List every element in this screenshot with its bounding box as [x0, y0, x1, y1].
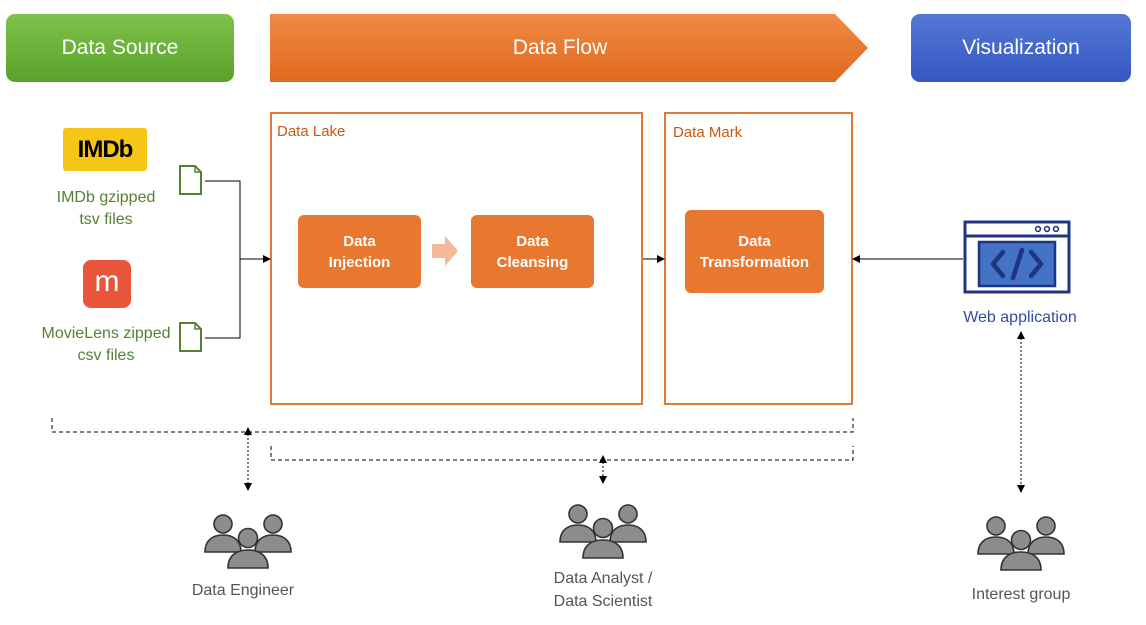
engineer-scope-bracket [51, 418, 854, 433]
data-engineer-people-icon [201, 510, 295, 577]
data-mark-title: Data Mark [673, 124, 743, 141]
data-injection-box: Data Injection [298, 215, 421, 288]
data-transformation-box: Data Transformation [685, 210, 824, 293]
data-flow-arrow-shape [270, 14, 868, 82]
data-analyst-label: Data Analyst / Data Scientist [553, 570, 653, 610]
data-cleansing-box: Data Cleansing [471, 215, 594, 288]
interest-group-people-icon [974, 512, 1068, 579]
movielens-file-icon [179, 322, 202, 352]
visualization-banner: Visualization [911, 14, 1131, 82]
data-source-title: Data Source [61, 36, 179, 59]
imdb-logo: IMDb [63, 128, 147, 171]
web-application-label: Web application [963, 309, 1077, 326]
data-lake-title: Data Lake [277, 123, 346, 140]
movielens-logo-text: m [94, 265, 120, 298]
data-engineer-label: Data Engineer [191, 582, 295, 599]
data-flow-title: Data Flow [512, 36, 608, 59]
interest-group-label: Interest group [971, 586, 1071, 603]
imdb-connector-line [205, 180, 241, 339]
data-analyst-people-icon [556, 500, 650, 567]
imdb-logo-text: IMDb [77, 135, 134, 163]
data-source-banner: Data Source [6, 14, 234, 82]
analyst-scope-bracket [270, 446, 854, 461]
movielens-files-label: MovieLens zipped csv files [41, 325, 171, 364]
imdb-file-icon [179, 165, 202, 195]
movielens-logo: m [83, 260, 131, 308]
data-flow-banner: Data Flow [270, 14, 870, 82]
data-lake-frame [270, 112, 643, 405]
imdb-files-label: IMDb gzipped tsv files [56, 189, 156, 228]
web-application-icon [963, 220, 1071, 299]
visualization-title: Visualization [962, 36, 1080, 59]
injection-to-cleansing-arrow [432, 236, 458, 266]
